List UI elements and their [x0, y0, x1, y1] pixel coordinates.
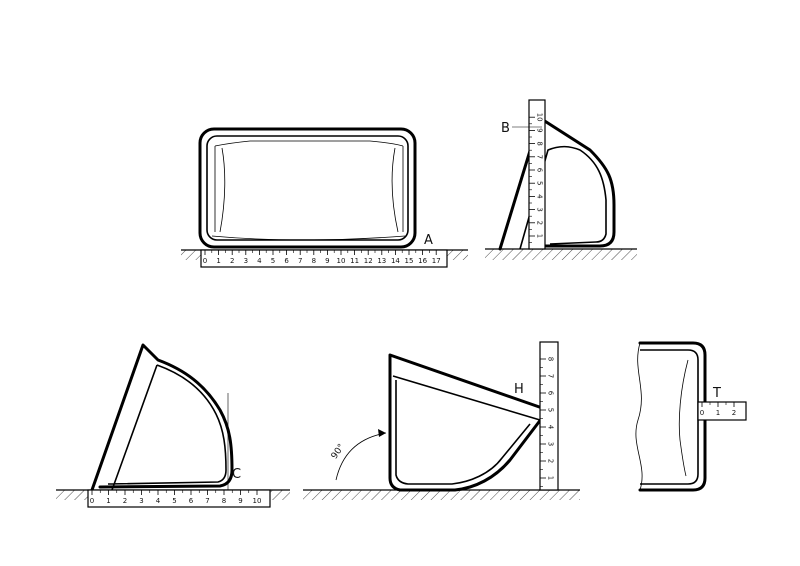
container-inner-h	[395, 380, 531, 485]
ruler-label-c: 1	[106, 497, 110, 505]
label-h: H	[514, 382, 524, 397]
ruler-label-h: 3	[547, 442, 555, 446]
ruler-label-c: 6	[189, 497, 194, 505]
ruler-t: 0 1 2	[697, 401, 747, 421]
ruler-label-c: 3	[139, 497, 143, 505]
container-inner-b	[519, 145, 607, 250]
ruler-label-a: 16	[418, 257, 427, 265]
ruler-label-c: 7	[205, 497, 209, 505]
ruler-label-b: 8	[536, 141, 544, 145]
ground-hatch-c-left	[56, 490, 88, 500]
ground-hatch-a-left	[181, 250, 201, 260]
container-profile-c	[90, 343, 234, 492]
ruler-label-b: 7	[536, 155, 544, 159]
angle-arrow-h	[378, 429, 386, 437]
ruler-label-c: 4	[156, 497, 161, 505]
ground-hatch-c-right	[270, 490, 290, 500]
ruler-label-a: 8	[312, 257, 316, 265]
ruler-label-c: 5	[172, 497, 176, 505]
inner-face-t	[678, 359, 689, 477]
ruler-label-b: 6	[536, 168, 544, 173]
ruler-label-a: 17	[432, 257, 441, 265]
ruler-label-h: 7	[547, 374, 555, 378]
ruler-label-a: 13	[377, 257, 386, 265]
ruler-label-a: 14	[391, 257, 400, 265]
label-c: C	[232, 467, 241, 482]
figure-b: 1 2 3 4 5 6 7 8 9 10 B	[485, 99, 637, 260]
ruler-label-a: 4	[257, 257, 262, 265]
container-rim-h	[392, 375, 541, 421]
label-t: T	[712, 386, 721, 401]
container-profile-h	[388, 353, 550, 492]
ruler-label-c: 10	[253, 497, 262, 505]
ruler-label-b: 9	[536, 128, 544, 132]
ruler-label-t: 0	[700, 409, 704, 417]
ruler-label-t: 2	[732, 409, 736, 417]
ruler-label-h: 6	[547, 391, 555, 396]
ruler-label-c: 9	[238, 497, 242, 505]
ruler-label-a: 9	[325, 257, 329, 265]
ruler-label-h: 4	[547, 425, 555, 430]
ruler-label-a: 0	[203, 257, 207, 265]
figure-c: 0 1 2 3 4 5 6 7 8 9 10 C	[56, 343, 290, 508]
ruler-label-h: 2	[547, 459, 555, 463]
container-bottom-a	[211, 235, 406, 241]
ground-hatch-h	[303, 490, 580, 500]
angle-arc-h	[335, 432, 387, 481]
ruler-label-c: 0	[90, 497, 94, 505]
ruler-label-a: 7	[298, 257, 302, 265]
break-line-t	[635, 342, 643, 491]
ruler-label-h: 1	[547, 476, 555, 480]
ruler-label-h: 8	[547, 357, 555, 361]
ruler-label-a: 11	[350, 257, 359, 265]
container-outer-a	[198, 127, 417, 249]
ruler-label-a: 10	[337, 257, 346, 265]
ruler-label-a: 12	[364, 257, 373, 265]
figure-t: 0 1 2 T	[635, 341, 747, 492]
ruler-h: 1 2 3 4 5 6 7 8	[539, 341, 559, 491]
container-section-outer-t	[638, 341, 707, 492]
ruler-label-c: 2	[123, 497, 127, 505]
ground-hatch-b	[485, 249, 637, 260]
container-section-inner-t	[640, 349, 699, 485]
ruler-label-b: 4	[536, 194, 544, 199]
ruler-label-b: 2	[536, 221, 544, 225]
label-a: A	[424, 233, 433, 248]
ruler-label-a: 1	[216, 257, 220, 265]
ruler-label-b: 10	[536, 113, 544, 122]
container-profile-b	[498, 116, 616, 251]
ruler-c: 0 1 2 3 4 5 6 7 8 9 10	[87, 489, 271, 508]
container-inner-a	[206, 135, 409, 241]
ruler-label-b: 3	[536, 207, 544, 211]
ruler-label-b: 1	[536, 234, 544, 238]
ruler-label-h: 5	[547, 408, 555, 412]
ruler-label-a: 15	[405, 257, 414, 265]
ruler-label-t: 1	[716, 409, 720, 417]
label-b: B	[501, 121, 510, 136]
container-face-a	[214, 140, 404, 233]
container-inner-c	[107, 364, 227, 491]
ruler-label-a: 6	[284, 257, 289, 265]
ruler-label-b: 5	[536, 181, 544, 185]
ruler-b: 1 2 3 4 5 6 7 8 9 10	[528, 99, 546, 250]
ruler-label-a: 2	[230, 257, 234, 265]
ruler-label-c: 8	[222, 497, 226, 505]
ruler-label-a: 5	[271, 257, 275, 265]
ruler-label-a: 3	[244, 257, 248, 265]
ground-hatch-a-right	[447, 250, 468, 260]
